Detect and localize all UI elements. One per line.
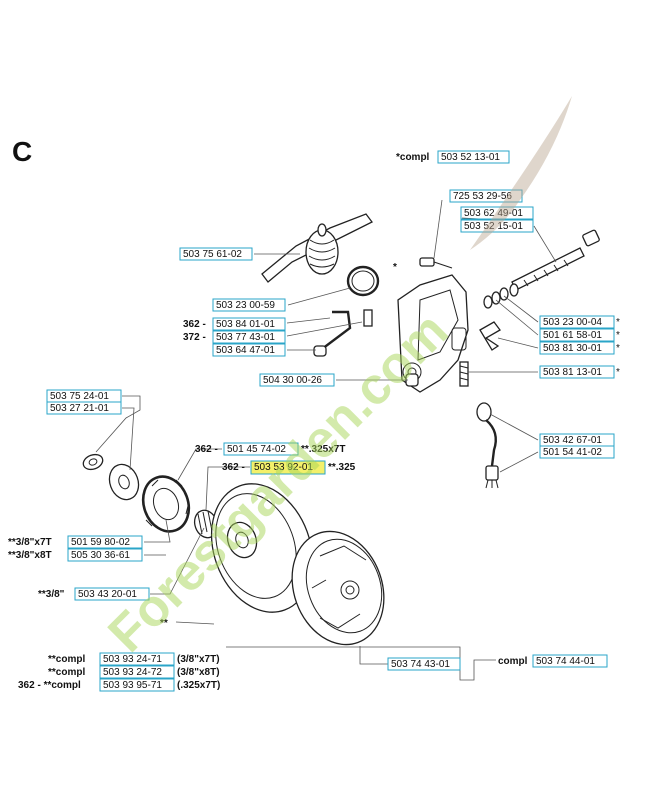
label-code: 503 84 01-01	[216, 319, 275, 330]
label-prefix: **3/8"	[38, 589, 65, 600]
label-code: 725 53 29-56	[453, 191, 512, 202]
part-labels: *compl 503 52 13-01 725 53 29-56 503 62 …	[8, 150, 620, 692]
label-503-77-43-01[interactable]: 372 - 503 77 43-01	[183, 330, 286, 344]
chain-adjuster-part	[261, 213, 373, 283]
label-prefix: *compl	[396, 152, 430, 163]
label-503-81-13-01[interactable]: 503 81 13-01 *	[539, 365, 620, 379]
label-suffix: *	[616, 330, 620, 341]
label-prefix: compl	[498, 656, 528, 667]
label-prefix: **compl	[48, 667, 85, 678]
section-letter: C	[12, 136, 32, 167]
label-suffix: *	[616, 343, 620, 354]
label-prefix: **compl	[48, 654, 85, 665]
label-code: 501 61 58-01	[543, 330, 602, 341]
label-503-93-95-71[interactable]: 362 - **compl 503 93 95-71 (.325x7T)	[18, 678, 220, 692]
label-503-27-21-01[interactable]: 503 27 21-01	[46, 401, 122, 415]
label-code: 503 81 30-01	[543, 343, 602, 354]
clutch-drum	[210, 483, 314, 613]
highlight-marker	[250, 460, 326, 475]
label-503-53-92-01[interactable]: 362 - 503 53 92-01 **.325	[222, 460, 356, 475]
label-code: 501 45 74-02	[227, 444, 286, 455]
label-503-42-67-01[interactable]: 503 42 67-01	[539, 433, 615, 447]
label-503-62-49-01[interactable]: 503 62 49-01	[460, 206, 534, 220]
label-code: 503 75 24-01	[50, 391, 109, 402]
label-725-53-29-56[interactable]: 725 53 29-56	[449, 189, 523, 203]
label-prefix: **3/8"x7T	[8, 537, 52, 548]
label-code: 503 77 43-01	[216, 332, 275, 343]
label-code: 503 93 95-71	[103, 680, 162, 691]
label-503-75-61-02[interactable]: 503 75 61-02	[179, 247, 253, 261]
label-code: 503 43 20-01	[78, 589, 137, 600]
label-503-84-01-01[interactable]: 362 - 503 84 01-01	[183, 317, 286, 331]
label-504-30-00-26[interactable]: 504 30 00-26	[259, 373, 335, 387]
label-prefix: 372 -	[183, 332, 206, 343]
label-code: 503 93 24-71	[103, 654, 162, 665]
label-code: 503 74 44-01	[536, 656, 595, 667]
label-compl-503-74-44-01[interactable]: compl 503 74 44-01	[498, 654, 608, 668]
label-prefix: 362 -	[195, 444, 218, 455]
label-501-54-41-02[interactable]: 501 54 41-02	[539, 445, 615, 459]
label-503-52-15-01[interactable]: 503 52 15-01	[460, 219, 534, 233]
label-code: 503 64 47-01	[216, 345, 275, 356]
washer-small	[82, 453, 104, 471]
label-code: 503 23 00-59	[216, 300, 275, 311]
label-suffix: **.325x7T	[301, 444, 345, 455]
label-code: 503 23 00-04	[543, 317, 602, 328]
label-501-61-58-01[interactable]: 501 61 58-01 *	[539, 328, 620, 342]
label-503-74-43-01[interactable]: 503 74 43-01	[387, 657, 461, 671]
spring-washers	[483, 283, 519, 309]
label-prefix: 362 - **compl	[18, 680, 81, 691]
label-code: 503 93 24-72	[103, 667, 162, 678]
clutch-assembly	[291, 530, 385, 646]
label-suffix: *	[616, 317, 620, 328]
label-503-64-47-01[interactable]: 503 64 47-01	[212, 343, 286, 357]
label-prefix: 362 -	[222, 462, 245, 473]
label-suffix: *	[616, 367, 620, 378]
label-code: 501 54 41-02	[543, 447, 602, 458]
label-code: 503 81 13-01	[543, 367, 602, 378]
worm-shaft	[511, 229, 600, 291]
label-code: 503 74 43-01	[391, 659, 450, 670]
label-compl-503-52-13-01[interactable]: *compl 503 52 13-01	[396, 150, 510, 164]
label-503-23-00-59[interactable]: 503 23 00-59	[212, 298, 286, 312]
label-501-59-80-02[interactable]: **3/8"x7T 501 59 80-02	[8, 535, 143, 549]
label-503-93-24-72[interactable]: **compl 503 93 24-72 (3/8"x8T)	[48, 665, 220, 679]
label-503-43-20-01[interactable]: **3/8" 503 43 20-01	[38, 587, 150, 601]
label-suffix: (.325x7T)	[177, 680, 220, 691]
oil-hose	[476, 402, 499, 489]
label-503-23-00-04[interactable]: 503 23 00-04 *	[539, 315, 620, 329]
label-suffix: **.325	[328, 462, 356, 473]
rim-sprocket	[141, 475, 191, 533]
label-suffix: (3/8"x7T)	[177, 654, 220, 665]
label-suffix: (3/8"x8T)	[177, 667, 220, 678]
label-503-81-30-01[interactable]: 503 81 30-01 *	[539, 341, 620, 355]
label-code: 503 75 61-02	[183, 249, 242, 260]
bolt	[459, 361, 469, 387]
label-501-45-74-02[interactable]: 362 - 501 45 74-02 **.325x7T	[195, 442, 345, 456]
label-prefix: 362 -	[183, 319, 206, 330]
label-code: 501 59 80-02	[71, 537, 130, 548]
oil-pipe	[317, 310, 352, 353]
label-503-75-24-01[interactable]: 503 75 24-01	[46, 389, 122, 403]
label-code: 503 53 92-01	[254, 462, 313, 473]
label-code: 503 52 13-01	[441, 152, 500, 163]
label-prefix: **3/8"x8T	[8, 550, 52, 561]
label-code: 503 62 49-01	[464, 208, 523, 219]
clip	[313, 345, 327, 357]
label-505-30-36-61[interactable]: **3/8"x8T 505 30 36-61	[8, 548, 143, 562]
label-code: 504 30 00-26	[263, 375, 322, 386]
label-code: 505 30 36-61	[71, 550, 130, 561]
double-star-marker: **	[160, 618, 168, 629]
label-code: 503 42 67-01	[543, 435, 602, 446]
parts-illustration	[82, 213, 600, 646]
leader-lines	[95, 199, 557, 681]
washer-large	[108, 463, 140, 501]
label-code: 503 52 15-01	[464, 221, 523, 232]
screw	[419, 257, 453, 269]
single-star-marker: *	[393, 262, 397, 273]
label-code: 503 27 21-01	[50, 403, 109, 414]
label-503-93-24-71[interactable]: **compl 503 93 24-71 (3/8"x7T)	[48, 652, 220, 666]
oil-pump-body	[397, 274, 469, 393]
